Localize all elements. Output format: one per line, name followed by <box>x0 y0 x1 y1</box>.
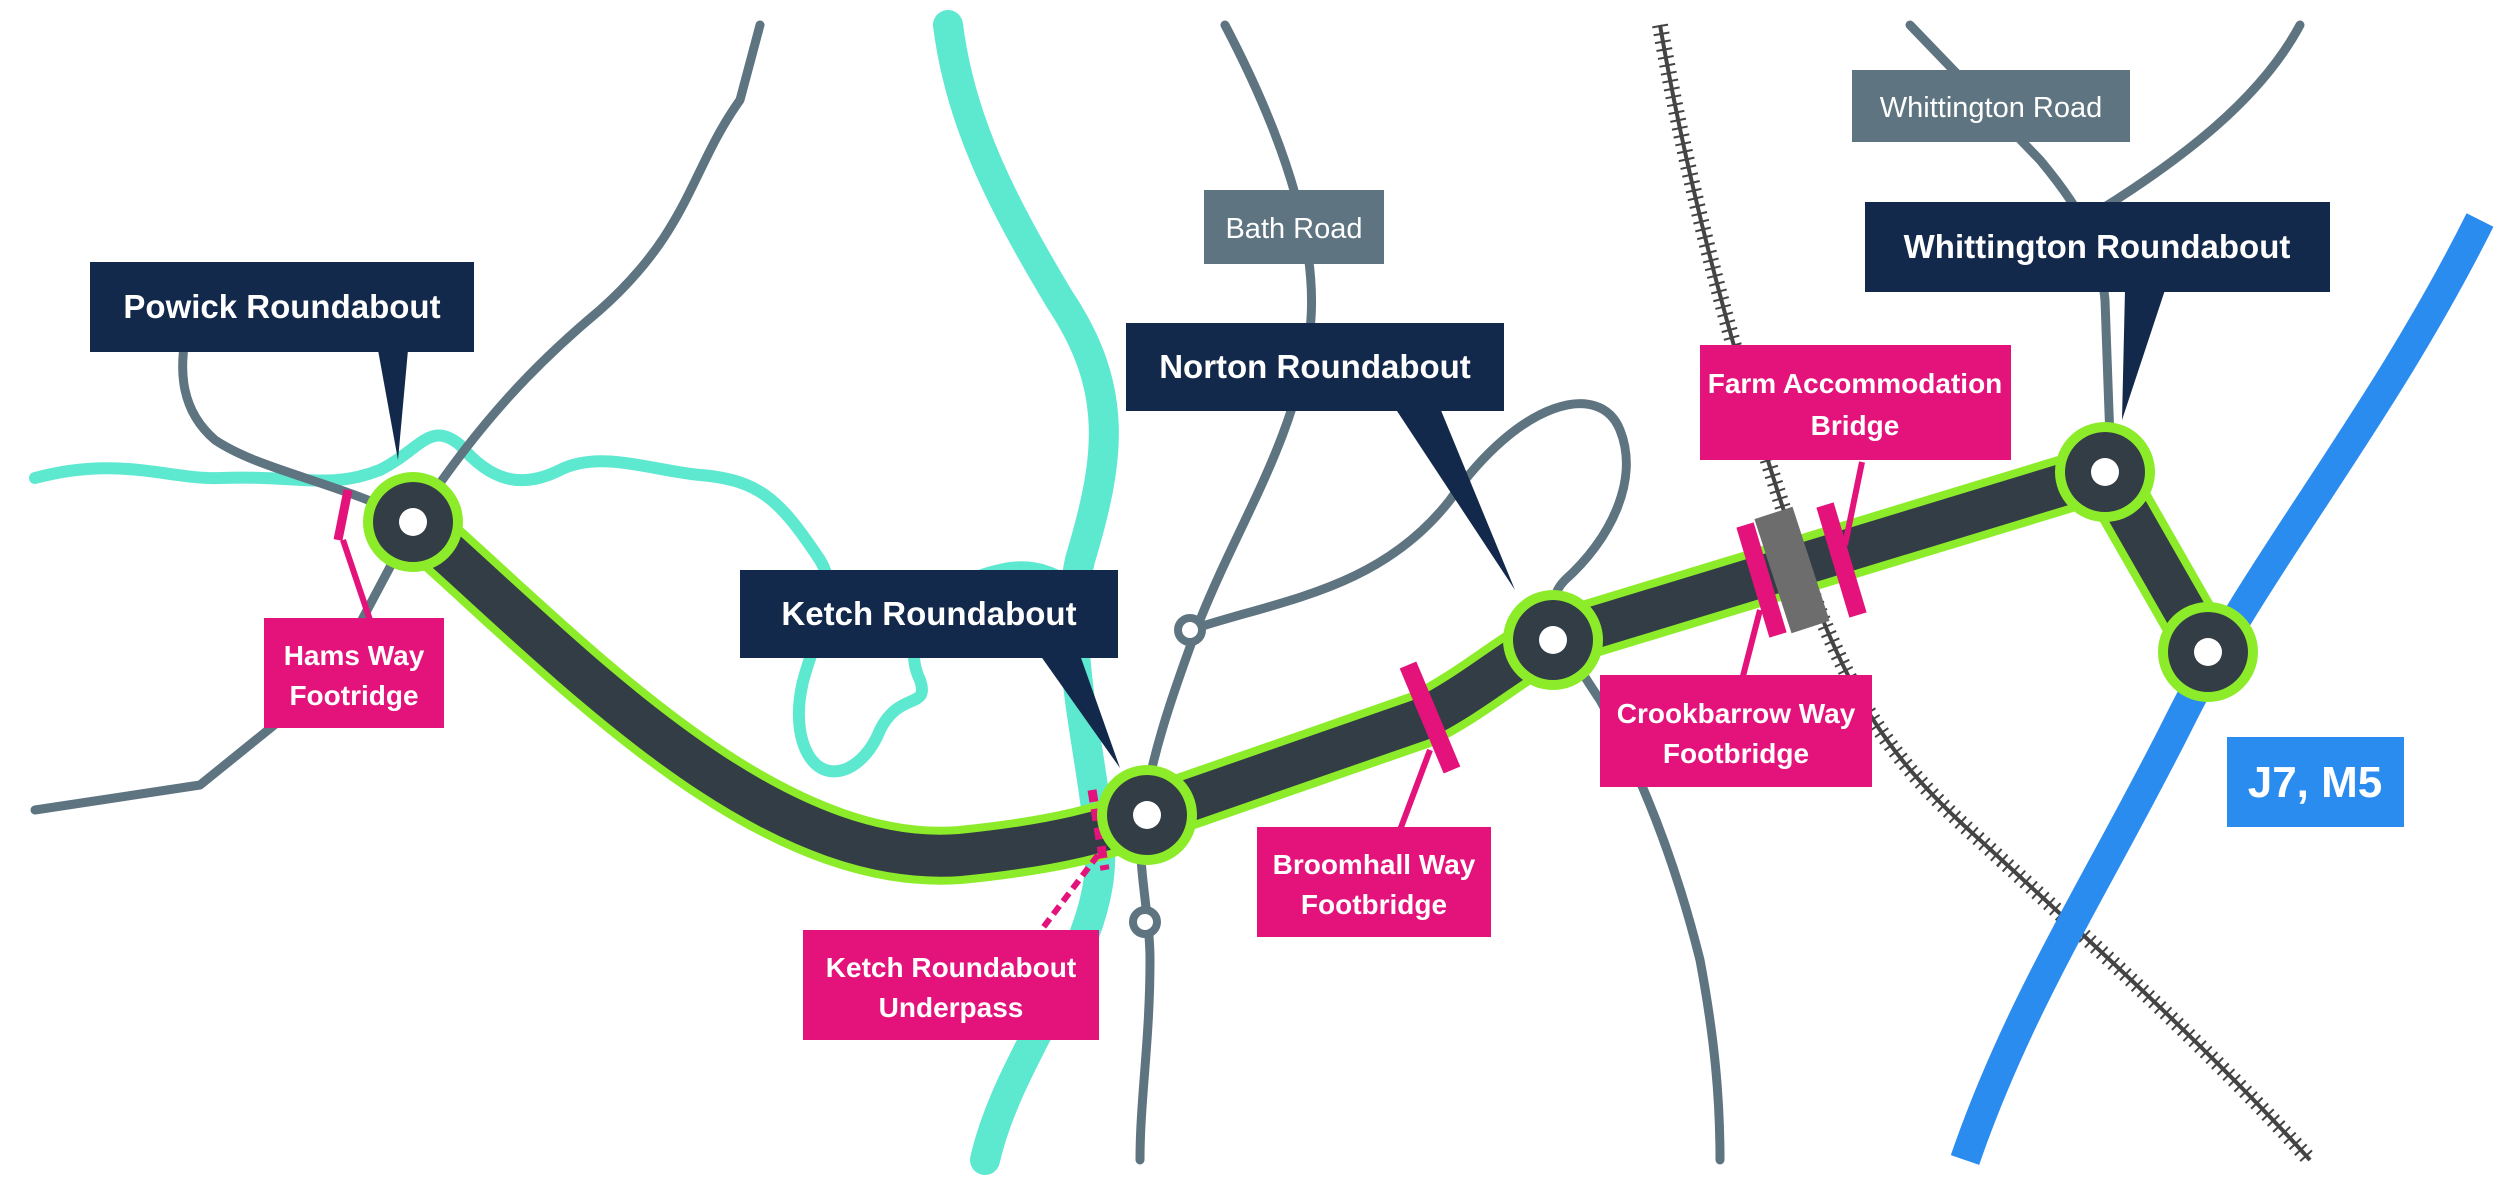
minor-junctions <box>1129 614 1206 938</box>
ketch-roundabout-label: Ketch Roundabout <box>740 570 1120 768</box>
norton-roundabout-marker <box>1503 590 1603 690</box>
powick-roundabout-text: Powick Roundabout <box>123 288 440 325</box>
crookbarrow-line1: Crookbarrow Way <box>1617 698 1856 729</box>
ketch-underpass-crossing-mark <box>1087 789 1110 871</box>
broomhall-line1: Broomhall Way <box>1273 849 1476 880</box>
crookbarrow-line2: Footbridge <box>1663 738 1809 769</box>
bypass-carriageway <box>392 451 2229 877</box>
minor-junction-south <box>1129 906 1161 938</box>
road-whittington-east <box>2095 20 2305 215</box>
river-tributary-west <box>29 429 1086 778</box>
crossing-marks <box>333 489 1867 871</box>
j7-m5-text: J7, M5 <box>2248 758 2383 807</box>
hams-way-label: Hams Way Footridge <box>264 539 444 728</box>
norton-roundabout-label: Norton Roundabout <box>1126 323 1515 590</box>
roundabouts <box>363 422 2258 865</box>
farm-accommodation-crossing-mark <box>1816 502 1867 618</box>
ketch-roundabout-marker <box>1097 765 1197 865</box>
whittington-roundabout-text: Whittington Roundabout <box>1904 228 2291 265</box>
roundabout-labels: Powick Roundabout Ketch Roundabout Norto… <box>90 202 2330 768</box>
ketch-roundabout-text: Ketch Roundabout <box>781 595 1076 632</box>
broomhall-line2: Footbridge <box>1301 889 1447 920</box>
crookbarrow-label: Crookbarrow Way Footbridge <box>1600 609 1872 787</box>
crookbarrow-crossing-mark <box>1736 522 1787 638</box>
broomhall-label: Broomhall Way Footbridge <box>1257 748 1491 937</box>
ketch-underpass-label: Ketch Roundabout Underpass <box>803 853 1101 1040</box>
hams-way-line1: Hams Way <box>284 640 425 671</box>
local-roads <box>30 20 2305 1165</box>
j7-roundabout-marker <box>2158 602 2258 702</box>
bypass <box>384 443 2237 885</box>
hams-way-line2: Footridge <box>289 680 418 711</box>
crossing-labels: Hams Way Footridge Ketch Roundabout Unde… <box>264 345 2011 1040</box>
norton-roundabout-text: Norton Roundabout <box>1159 348 1471 385</box>
whittington-road-text: Whittington Road <box>1880 92 2102 124</box>
road-labels: Bath Road Whittington Road <box>1204 70 2130 264</box>
road-norton-loop <box>1185 399 1725 1165</box>
farm-accommodation-line2: Bridge <box>1811 410 1900 441</box>
farm-accommodation-line1: Farm Accommodation <box>1708 368 2003 399</box>
m5-motorway <box>1950 213 2494 1165</box>
hams-way-crossing-mark <box>333 489 353 541</box>
powick-roundabout-label: Powick Roundabout <box>90 262 474 460</box>
ketch-underpass-line1: Ketch Roundabout <box>826 952 1076 983</box>
farm-accommodation-label: Farm Accommodation Bridge <box>1700 345 2011 546</box>
bath-road-label: Bath Road <box>1204 190 1384 264</box>
road-west-lower <box>30 515 420 815</box>
whittington-road-label: Whittington Road <box>1852 70 2130 142</box>
minor-junction-north <box>1174 614 1206 646</box>
whittington-roundabout-label: Whittington Roundabout <box>1865 202 2330 420</box>
powick-roundabout-marker <box>363 472 463 572</box>
bath-road-text: Bath Road <box>1225 213 1362 245</box>
railway-bridge-deck <box>1754 506 1830 634</box>
whittington-roundabout-marker <box>2055 422 2155 522</box>
j7-m5-label: J7, M5 <box>2227 737 2404 827</box>
road-powick-north <box>410 20 765 525</box>
broomhall-crossing-mark <box>1399 661 1461 774</box>
ketch-underpass-line2: Underpass <box>879 992 1024 1023</box>
